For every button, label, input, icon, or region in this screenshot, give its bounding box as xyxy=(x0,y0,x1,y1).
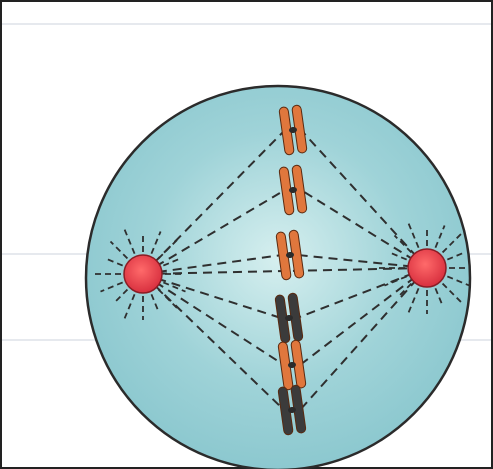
centrosome-icon xyxy=(408,249,446,287)
centrosome-icon xyxy=(124,255,162,293)
